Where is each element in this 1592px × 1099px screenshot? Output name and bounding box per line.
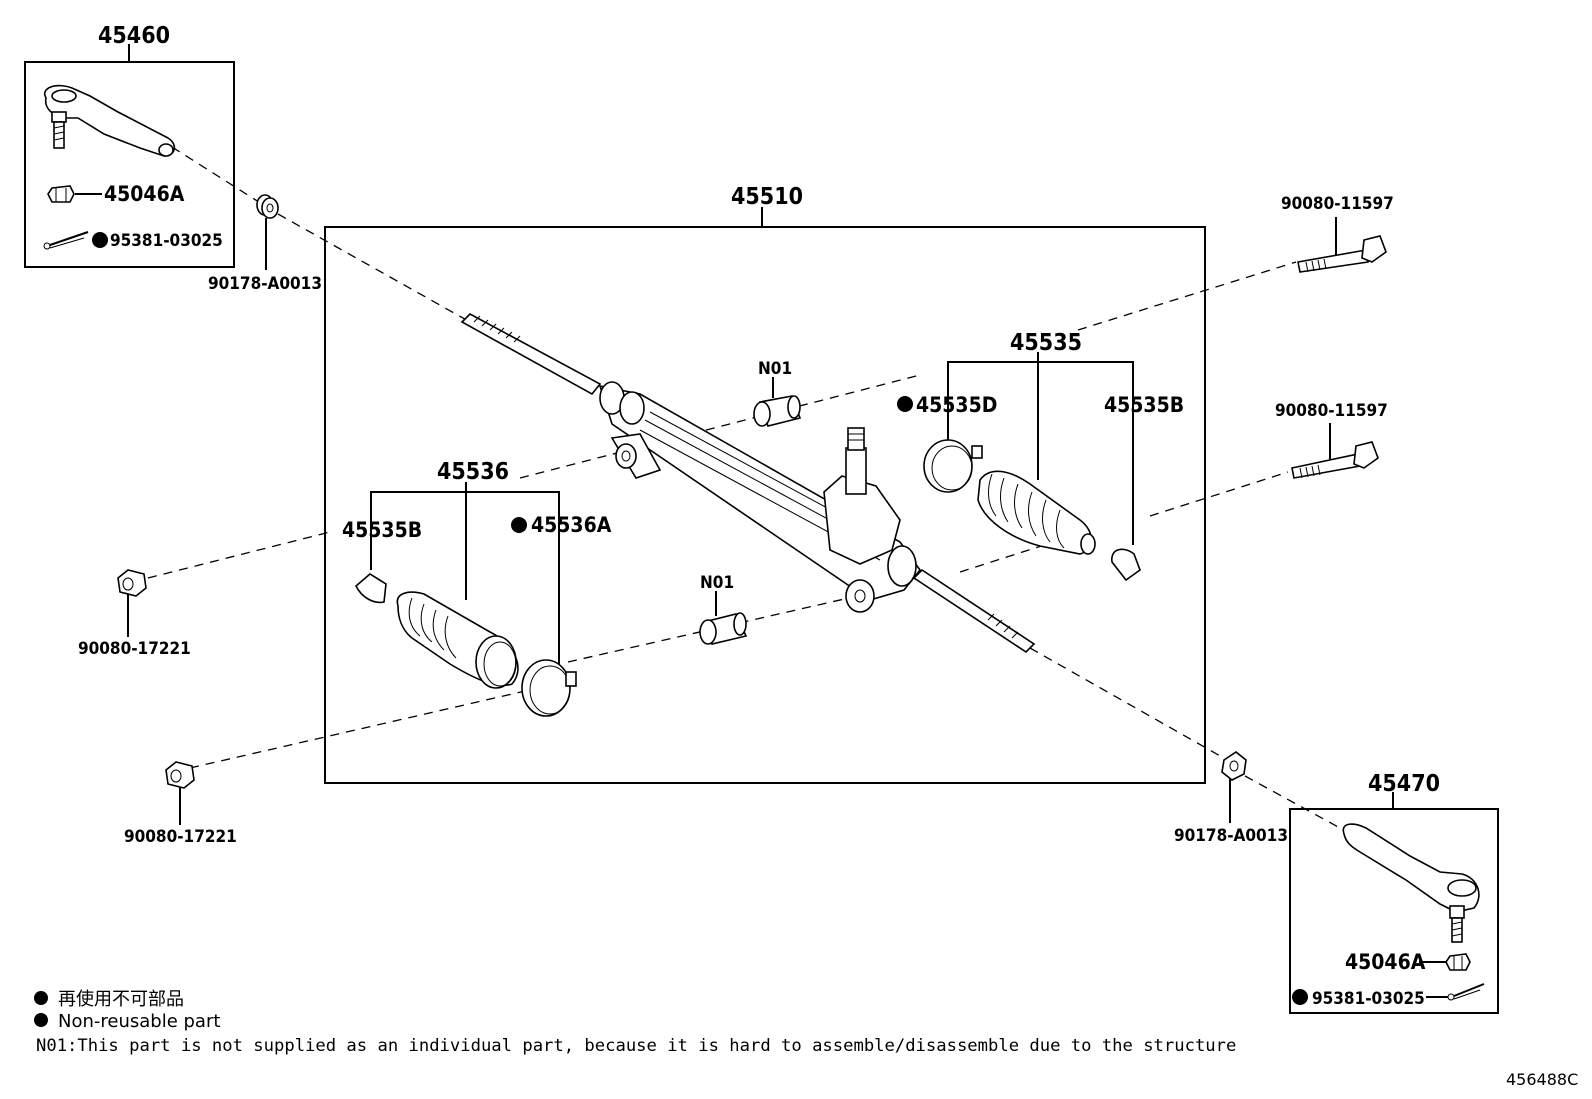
label-tie-rod-end-right: 45470 (1368, 771, 1440, 797)
nonreusable-bullet (897, 396, 913, 412)
legend-jp-text: 再使用不可部品 (58, 989, 184, 1010)
label-clip-right-b: 45535B (1104, 393, 1184, 417)
label-bushing-upper: N01 (758, 359, 792, 379)
legend-en-text: Non-reusable part (58, 1011, 221, 1032)
nut-left-upper-drawing (117, 569, 147, 597)
label-nut-left-upper: 90080-17221 (78, 639, 191, 659)
label-washer-left: 90178-A0013 (208, 274, 322, 294)
gear-assembly-box (324, 226, 1206, 784)
bolt-middle-drawing (1291, 441, 1379, 479)
cotter-pin-right-drawing (1292, 983, 1485, 1005)
washer-left-drawing (256, 194, 279, 219)
label-gear-assembly: 45510 (731, 184, 803, 210)
label-tie-rod-end-left: 45460 (98, 23, 170, 49)
label-washer-right: 90178-A0013 (1174, 826, 1288, 846)
legend-en: Non-reusable part (34, 1011, 220, 1032)
leader-lines (75, 44, 1447, 963)
label-boot-set-left: 45536 (437, 459, 509, 485)
label-bushing-lower: N01 (700, 573, 734, 593)
label-cotter-pin-left: 95381-03025 (110, 231, 223, 251)
label-cotter-pin-right: 95381-03025 (1312, 989, 1425, 1009)
label-clamp-left-a: 45536A (531, 513, 612, 537)
label-boot-set-right: 45535 (1010, 330, 1082, 356)
clamp-left-a-drawing (521, 659, 577, 717)
nut-left-lower-drawing (165, 761, 195, 789)
note-n01: N01:This part is not supplied as an indi… (36, 1036, 1237, 1056)
washer-right-drawing (1221, 751, 1247, 781)
bushing-lower-drawing (699, 612, 748, 645)
bushing-upper-drawing (753, 395, 802, 427)
clip-right-b-drawing (1111, 548, 1141, 582)
right-tie-rod-box (1289, 808, 1499, 1014)
clip-left-b-drawing (355, 573, 387, 604)
boot-left-drawing (396, 591, 519, 689)
clamp-right-d-drawing (923, 439, 983, 493)
nut-right-drawing (1445, 953, 1471, 971)
steering-gear-drawing (460, 313, 1036, 654)
label-bolt-middle: 90080-11597 (1275, 401, 1388, 421)
reference-code: 456488C (1506, 1070, 1579, 1089)
label-nut-right: 45046A (1345, 950, 1426, 974)
nonreusable-bullet (511, 517, 527, 533)
cotter-pin-left-drawing (43, 231, 108, 250)
label-clamp-right-d: 45535D (916, 393, 997, 417)
tie-rod-end-right-drawing (1342, 823, 1480, 943)
boot-right-drawing (977, 470, 1096, 555)
legend-jp: 再使用不可部品 (34, 985, 184, 1011)
bolt-upper-drawing (1297, 235, 1387, 273)
label-bolt-upper: 90080-11597 (1281, 194, 1394, 214)
label-nut-left-lower: 90080-17221 (124, 827, 237, 847)
label-clip-left-b: 45535B (342, 518, 422, 542)
bullet-icon (34, 1013, 48, 1027)
nut-left-drawing (47, 185, 75, 203)
tie-rod-end-left-drawing (43, 84, 176, 157)
label-nut-left: 45046A (104, 182, 185, 206)
bullet-icon (34, 991, 48, 1005)
